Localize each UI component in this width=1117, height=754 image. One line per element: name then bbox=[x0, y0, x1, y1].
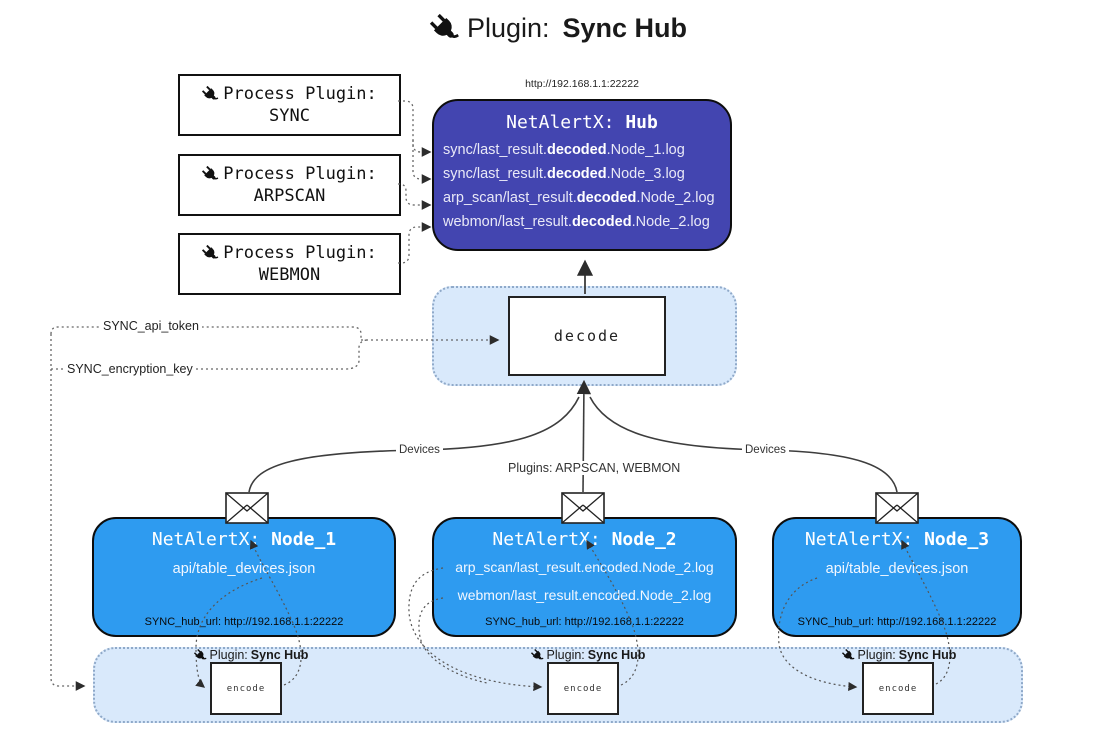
process-plugin-box-webmon: Process Plugin: WEBMON bbox=[178, 233, 401, 295]
plug-icon bbox=[528, 646, 546, 664]
node-log-line: api/table_devices.json bbox=[172, 561, 316, 577]
hub-url-label: http://192.168.1.1:22222 bbox=[525, 78, 639, 90]
node-3-box: NetAlertX: Node_3 api/table_devices.json… bbox=[772, 517, 1022, 637]
process-plugin-label: Process Plugin: bbox=[223, 164, 377, 184]
decode-box: decode bbox=[508, 296, 666, 376]
process-plugin-label: Process Plugin: bbox=[223, 84, 377, 104]
node-1-box: NetAlertX: Node_1 api/table_devices.json… bbox=[92, 517, 396, 637]
node-log-line: webmon/last_result.encoded.Node_2.log bbox=[457, 587, 712, 603]
node-hub-url: SYNC_hub_url: http://192.168.1.1:22222 bbox=[485, 616, 684, 628]
encode-box: encode bbox=[547, 662, 619, 715]
hub-log-line: arp_scan/last_result.decoded.Node_2.log bbox=[443, 190, 715, 206]
process-plugin-name: ARPSCAN bbox=[253, 186, 326, 206]
edge-webmon-to-log4 bbox=[398, 222, 432, 264]
node-title: NetAlertX: Node_3 bbox=[804, 529, 990, 550]
node-hub-url: SYNC_hub_url: http://192.168.1.1:22222 bbox=[797, 616, 997, 628]
hub-title: NetAlertX: Hub bbox=[434, 112, 730, 133]
devices-label-right: Devices bbox=[742, 444, 789, 456]
hub-title-name: Hub bbox=[625, 112, 658, 133]
page-title: Plugin: Sync Hub bbox=[0, 13, 1117, 44]
encode-box: encode bbox=[862, 662, 934, 715]
process-plugin-box-arpscan: Process Plugin: ARPSCAN bbox=[178, 154, 401, 216]
title-prefix: Plugin: bbox=[466, 13, 550, 43]
node-log-line: arp_scan/last_result.encoded.Node_2.log bbox=[455, 559, 714, 575]
node-hub-url: SYNC_hub_url: http://192.168.1.1:22222 bbox=[144, 616, 344, 628]
edge-sync-to-log1 bbox=[398, 100, 432, 157]
plug-icon bbox=[199, 82, 223, 106]
plugins-label-mid: Plugins: ARPSCAN, WEBMON bbox=[505, 461, 684, 475]
plug-icon bbox=[199, 162, 223, 186]
encode-box: encode bbox=[210, 662, 282, 715]
hub-title-prefix: NetAlertX: bbox=[506, 112, 615, 133]
edge-arpscan-to-log3 bbox=[398, 183, 432, 210]
plug-icon bbox=[191, 646, 209, 664]
hub-log-line: sync/last_result.decoded.Node_1.log bbox=[443, 142, 685, 158]
edge-node2-to-decode bbox=[576, 379, 592, 493]
node-title: NetAlertX: Node_1 bbox=[151, 529, 337, 550]
title-name: Sync Hub bbox=[562, 13, 688, 43]
edge-keys-to-encode-band bbox=[50, 334, 86, 691]
node-log-line: api/table_devices.json bbox=[825, 561, 969, 577]
plug-icon bbox=[424, 7, 466, 49]
process-plugin-box-sync: Process Plugin: SYNC bbox=[178, 74, 401, 136]
encode-plugin-label: Plugin:Sync Hub bbox=[523, 648, 653, 662]
process-plugin-label: Process Plugin: bbox=[223, 243, 377, 263]
hub-log-line: sync/last_result.decoded.Node_3.log bbox=[443, 166, 685, 182]
encode-plugin-label: Plugin:Sync Hub bbox=[186, 648, 316, 662]
hub-box: NetAlertX: Hub sync/last_result.decoded.… bbox=[432, 99, 732, 251]
devices-label-left: Devices bbox=[396, 444, 443, 456]
plugin-to-hub-edges bbox=[398, 100, 432, 264]
process-plugin-name: SYNC bbox=[269, 106, 310, 126]
plug-icon bbox=[199, 241, 223, 265]
plug-icon bbox=[839, 646, 857, 664]
edge-sync-to-log2 bbox=[412, 140, 432, 184]
node-2-box: NetAlertX: Node_2 arp_scan/last_result.e… bbox=[432, 517, 737, 637]
sync-api-token-label: SYNC_api_token bbox=[100, 319, 202, 333]
hub-log-list: sync/last_result.decoded.Node_1.log sync… bbox=[434, 138, 730, 234]
process-plugin-name: WEBMON bbox=[258, 265, 321, 285]
edge-api-token bbox=[50, 326, 362, 339]
node-title: NetAlertX: Node_2 bbox=[492, 529, 677, 550]
hub-log-line: webmon/last_result.decoded.Node_2.log bbox=[443, 214, 710, 230]
sync-encryption-key-label: SYNC_encryption_key bbox=[64, 362, 196, 376]
encode-plugin-label: Plugin:Sync Hub bbox=[834, 648, 964, 662]
